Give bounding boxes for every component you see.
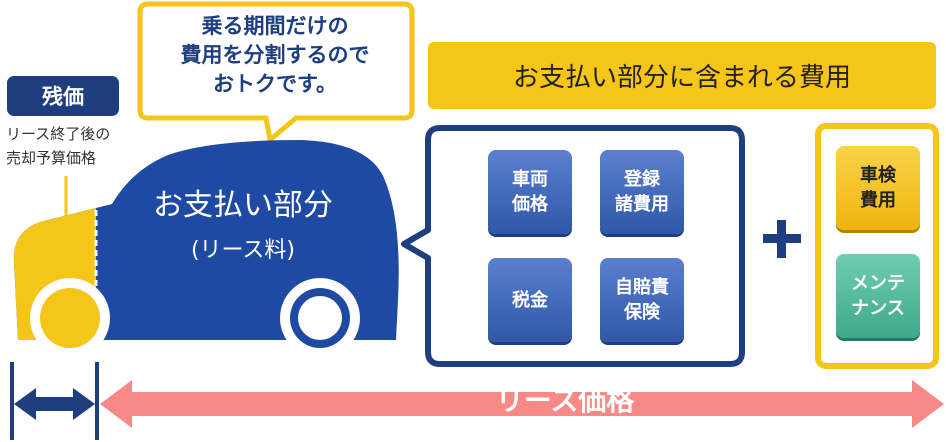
callout-line: 費用を分割するので	[180, 43, 370, 67]
tile-line: 価格	[512, 194, 548, 215]
lease-price-arrow	[100, 380, 944, 428]
lease-price-label: リース価格	[495, 384, 635, 417]
tile-line: ナンス	[851, 298, 905, 319]
residual-desc-line: リース終了後の	[6, 125, 111, 143]
tile-line: 自賠責	[615, 277, 669, 298]
cost-tile-registration: 登録 諸費用	[600, 150, 684, 234]
cost-tile-tax: 税金	[488, 258, 572, 342]
residual-value-description: リース終了後の 売却予算価格	[6, 122, 146, 170]
callout-bubble	[137, 1, 415, 143]
car-label: お支払い部分 (リース料)	[108, 180, 378, 264]
cost-tile-vehicle-price: 車両 価格	[488, 150, 572, 234]
included-costs-panel	[401, 125, 745, 367]
callout-line: おトクです。	[213, 72, 337, 96]
callout-line: 乗る期間だけの	[201, 14, 349, 38]
tile-line: 税金	[512, 289, 548, 311]
tile-line: 車検	[860, 165, 896, 186]
cost-tile-insurance: 自賠責 保険	[600, 258, 684, 342]
tile-line: 諸費用	[615, 194, 669, 215]
residual-desc-line: 売却予算価格	[6, 149, 97, 167]
tile-line: 車両	[512, 169, 548, 190]
residual-span-arrow	[10, 362, 99, 440]
plus-icon	[763, 220, 801, 258]
residual-value-badge: 残価	[7, 76, 119, 116]
tile-line: メンテ	[851, 273, 905, 294]
tile-line: 登録	[624, 169, 660, 190]
lease-fee-label: (リース料)	[190, 238, 296, 263]
tile-line: 保険	[624, 302, 660, 323]
cost-tile-maintenance: メンテ ナンス	[836, 254, 920, 338]
tile-line: 費用	[860, 190, 896, 211]
payment-portion-label: お支払い部分	[153, 188, 333, 223]
callout-text: 乗る期間だけの 費用を分割するので おトクです。	[140, 12, 410, 99]
included-costs-header: お支払い部分に含まれる費用	[428, 42, 936, 109]
cost-tile-inspection: 車検 費用	[836, 146, 920, 230]
